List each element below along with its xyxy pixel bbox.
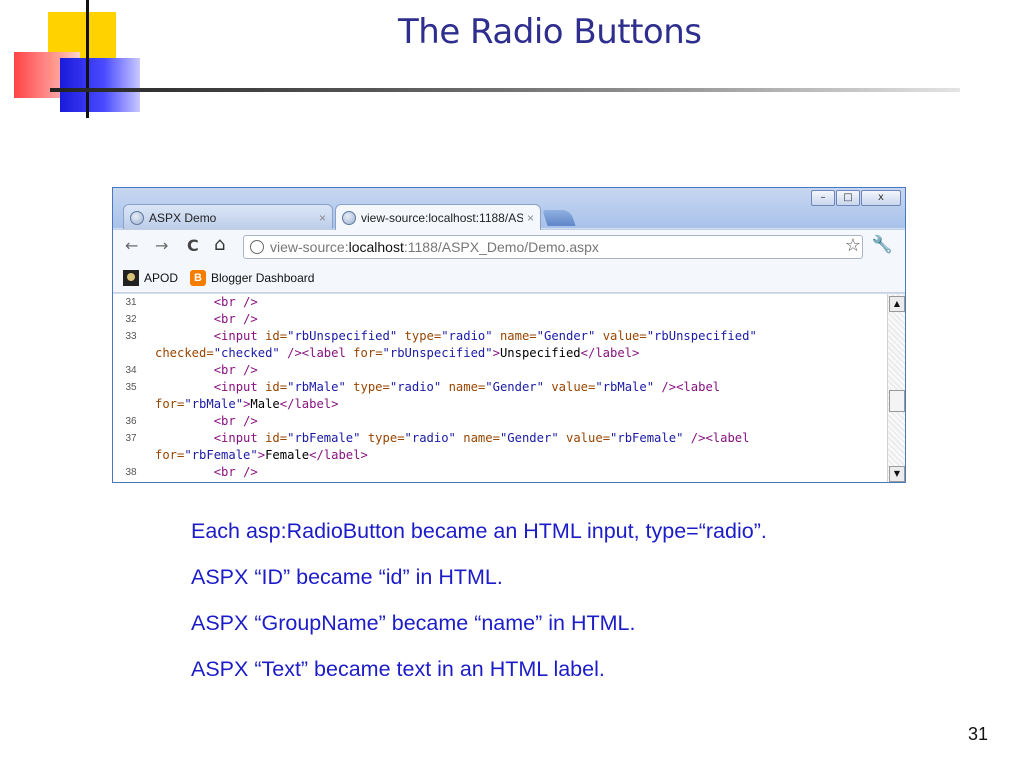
tab-close-icon[interactable]: × <box>318 210 326 225</box>
line-number: 36 <box>125 416 137 427</box>
url-path: :1188/ASPX_Demo/Demo.aspx <box>403 239 599 255</box>
source-code: <br /> <box>213 295 258 309</box>
scroll-up-arrow-icon[interactable]: ▲ <box>889 296 905 312</box>
line-number: 35 <box>125 382 137 393</box>
browser-window: – □ x ASPX Demo × view-source:localhost:… <box>112 187 906 483</box>
new-tab-button[interactable] <box>542 210 576 226</box>
tab-label: view-source:localhost:1188/AS <box>361 210 523 225</box>
source-code: <br /> <box>213 414 258 428</box>
navigation-toolbar: ← → C ⌂ view-source:localhost:1188/ASPX_… <box>113 229 905 263</box>
source-line: 37 <input id="rbFemale" type="radio" nam… <box>113 430 889 447</box>
wrench-menu-icon[interactable]: 🔧 <box>871 235 893 255</box>
slide-title: The Radio Buttons <box>398 12 702 52</box>
window-controls: – □ x <box>811 190 901 206</box>
bookmark-apod[interactable]: APOD <box>123 269 179 286</box>
source-line: checked="checked" /><label for="rbUnspec… <box>113 345 889 362</box>
source-code: for="rbFemale">Female</label> <box>155 448 368 462</box>
source-line: 36 <br /> <box>113 413 889 430</box>
source-line: 35 <input id="rbMale" type="radio" name=… <box>113 379 889 396</box>
line-number: 32 <box>125 314 137 325</box>
decor-blue-square <box>60 58 140 112</box>
line-number: 31 <box>125 297 137 308</box>
source-line: for="rbFemale">Female</label> <box>113 447 889 464</box>
blogger-icon: B <box>190 269 207 286</box>
source-line: 33 <input id="rbUnspecified" type="radio… <box>113 328 889 345</box>
title-bar: – □ x ASPX Demo × view-source:localhost:… <box>113 188 905 230</box>
line-number: 33 <box>125 331 137 342</box>
source-line: 38 <br /> <box>113 464 889 481</box>
note-line: ASPX “ID” became “id” in HTML. <box>191 565 503 589</box>
vertical-scrollbar[interactable]: ▲ ▼ <box>887 294 905 482</box>
bookmarks-bar: APOD B Blogger Dashboard <box>113 263 905 293</box>
globe-icon <box>342 210 356 225</box>
maximize-button[interactable]: □ <box>836 190 860 206</box>
line-number: 38 <box>125 467 137 478</box>
source-code: <br /> <box>213 312 258 326</box>
source-code: checked="checked" /><label for="rbUnspec… <box>155 346 640 360</box>
source-code: <input id="rbFemale" type="radio" name="… <box>213 431 750 445</box>
page-number: 31 <box>968 724 989 744</box>
source-line: for="rbMale">Male</label> <box>113 396 889 413</box>
tab-view-source[interactable]: view-source:localhost:1188/AS × <box>335 204 541 230</box>
line-number: 37 <box>125 433 137 444</box>
forward-arrow-icon[interactable]: → <box>155 236 169 255</box>
url-host: localhost <box>348 239 404 255</box>
source-code: for="rbMale">Male</label> <box>155 397 339 411</box>
source-code: <br /> <box>213 363 258 377</box>
back-arrow-icon[interactable]: ← <box>125 236 139 255</box>
decor-horizontal-rule <box>50 88 960 92</box>
tab-label: ASPX Demo <box>149 210 217 225</box>
scrollbar-thumb[interactable] <box>889 390 905 412</box>
bookmark-star-icon[interactable]: ☆ <box>844 235 861 256</box>
note-line: ASPX “GroupName” became “name” in HTML. <box>191 611 636 635</box>
tab-close-icon[interactable]: × <box>526 210 534 225</box>
source-line: 31 <br /> <box>113 294 889 311</box>
note-line: Each asp:RadioButton became an HTML inpu… <box>191 519 767 543</box>
home-icon[interactable]: ⌂ <box>214 234 226 255</box>
address-bar[interactable]: view-source:localhost:1188/ASPX_Demo/Dem… <box>243 235 863 259</box>
source-line: 32 <br /> <box>113 311 889 328</box>
bookmark-blogger-dashboard[interactable]: B Blogger Dashboard <box>190 269 315 286</box>
source-code: <br /> <box>213 465 258 479</box>
note-line: ASPX “Text” became text in an HTML label… <box>191 657 605 681</box>
bookmark-label: APOD <box>144 270 179 285</box>
decor-vertical-line <box>86 0 89 118</box>
globe-icon <box>130 210 144 225</box>
scroll-down-arrow-icon[interactable]: ▼ <box>889 466 905 482</box>
page-icon <box>250 240 264 254</box>
slide-notes: Each asp:RadioButton became an HTML inpu… <box>191 516 767 700</box>
close-window-button[interactable]: x <box>861 190 901 206</box>
bookmark-label: Blogger Dashboard <box>211 270 315 285</box>
source-view: 31 <br />32 <br />33 <input id="rbUnspec… <box>113 294 889 482</box>
source-line: 34 <br /> <box>113 362 889 379</box>
apod-icon <box>123 269 139 286</box>
reload-icon[interactable]: C <box>187 236 199 255</box>
url-prefix: view-source: <box>270 239 349 255</box>
minimize-button[interactable]: – <box>811 190 835 206</box>
line-number: 34 <box>125 365 137 376</box>
source-code: <input id="rbMale" type="radio" name="Ge… <box>213 380 721 394</box>
source-code: <input id="rbUnspecified" type="radio" n… <box>213 329 757 343</box>
tab-aspx-demo[interactable]: ASPX Demo × <box>123 204 333 230</box>
